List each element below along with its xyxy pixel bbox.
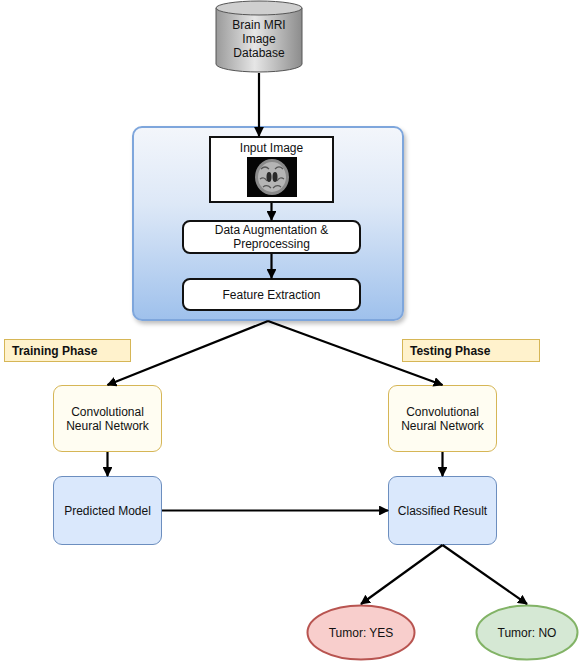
node-label: Feature Extraction — [222, 288, 320, 302]
input-box: Input Image — [209, 136, 334, 203]
node-label: Testing Phase — [410, 344, 490, 358]
cylinder-body — [216, 8, 302, 72]
node-label: Tumor: NO — [498, 626, 557, 640]
cylinder-top — [216, 1, 302, 15]
outcome-ellipse: Tumor: NO — [475, 604, 579, 661]
flow-arrow — [270, 203, 272, 220]
flow-arrow — [268, 321, 443, 385]
phase-tag: Training Phase — [4, 339, 131, 362]
node-label: Convolutional Neural Network — [58, 405, 157, 433]
pipeline-panel: Input ImageData Augmentation & Preproces… — [132, 126, 404, 321]
phase-tag: Testing Phase — [402, 339, 540, 362]
flow-arrow — [108, 321, 269, 385]
flow-arrow — [361, 545, 443, 604]
node-label: Predicted Model — [64, 504, 151, 518]
flow-arrow — [258, 73, 260, 136]
process-box: Data Augmentation & Preprocessing — [182, 220, 361, 254]
outcome-ellipse: Tumor: YES — [306, 604, 416, 661]
node-label: Convolutional Neural Network — [393, 405, 492, 433]
flow-arrow — [441, 452, 443, 476]
node-label: Data Augmentation & Preprocessing — [184, 223, 359, 251]
flow-arrow — [270, 254, 272, 278]
flow-arrow — [106, 452, 108, 476]
cnn-box: Convolutional Neural Network — [53, 385, 162, 452]
node-label: Training Phase — [12, 344, 97, 358]
flow-arrow — [443, 545, 528, 604]
database-cylinder: Brain MRI Image Database — [215, 0, 303, 73]
model-box: Predicted Model — [53, 476, 162, 545]
node-label: Classified Result — [398, 504, 487, 518]
process-box: Feature Extraction — [182, 278, 361, 311]
node-label: Brain MRI Image Database — [219, 18, 299, 60]
node-label: Tumor: YES — [329, 626, 394, 640]
brain-mri-image — [247, 157, 297, 197]
result-box: Classified Result — [388, 476, 497, 545]
flow-arrow — [162, 509, 388, 511]
cnn-box: Convolutional Neural Network — [388, 385, 497, 452]
node-label: Input Image — [240, 141, 303, 155]
